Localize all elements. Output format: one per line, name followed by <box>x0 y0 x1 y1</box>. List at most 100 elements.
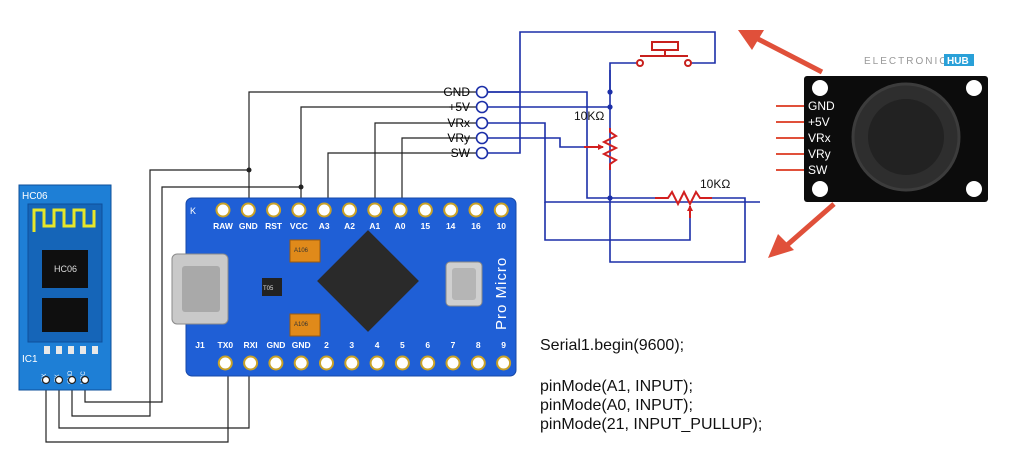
potentiometer-1 <box>584 128 619 170</box>
top-pin-hole <box>468 202 484 218</box>
module-label-sw: SW <box>808 163 828 177</box>
header-label-vry: VRy <box>447 131 470 145</box>
top-pin-label: A1 <box>369 221 380 231</box>
red-arrows <box>738 30 836 258</box>
top-pin-label: 10 <box>497 221 507 231</box>
code-line-2: pinMode(A1, INPUT); <box>540 378 693 395</box>
cap-bottom-label: A106 <box>294 322 309 328</box>
bottom-pin-hole <box>319 355 334 371</box>
bottom-pin-label: 9 <box>501 340 506 350</box>
vcc-joy-junction <box>607 104 613 110</box>
top-pin-hole <box>392 202 408 218</box>
bottom-pin-label: 6 <box>425 340 430 350</box>
header-label-sw: SW <box>451 146 471 160</box>
header-label-5v: +5V <box>448 100 470 114</box>
code-line-1: Serial1.begin(9600); <box>540 337 685 354</box>
switch-junction <box>607 89 613 95</box>
pro-micro-board: A106 A106 T05 Pro Micro K RAW GND RST VCC A3… <box>171 197 517 377</box>
top-pin-hole <box>291 202 307 218</box>
bt-antenna <box>32 208 96 232</box>
top-pin-label: A0 <box>395 221 406 231</box>
bottom-pin-hole <box>470 355 486 371</box>
bottom-pin-label: 5 <box>400 340 405 350</box>
push-button <box>636 41 692 67</box>
module-label-gnd: GND <box>808 99 835 113</box>
bottom-pin-label: TX0 <box>218 340 234 350</box>
code-line-4: pinMode(21, INPUT_PULLUP); <box>540 416 763 433</box>
bottom-pin-label: 8 <box>476 340 481 350</box>
bottom-pin-hole <box>496 355 512 371</box>
bt-label: HC06 <box>22 191 48 202</box>
header-label-gnd: GND <box>443 85 470 99</box>
top-pin-hole <box>266 202 282 218</box>
bottom-pin-hole <box>394 355 410 371</box>
resistor-2-label: 10KΩ <box>700 177 730 191</box>
bluetooth-module: HC06 HC06 IC1 RX TX GND VCC <box>18 184 112 391</box>
top-pin-hole <box>367 202 383 218</box>
brand-logo: ELECTRONICS HUB <box>864 54 974 67</box>
header-pin-gnd <box>475 85 489 99</box>
bottom-pin-hole <box>420 355 436 371</box>
bottom-pin-label: 4 <box>375 340 380 350</box>
brand-right: HUB <box>947 56 969 67</box>
top-pin-hole <box>215 202 231 218</box>
regulator <box>262 278 282 296</box>
bottom-pin-hole <box>268 355 284 371</box>
vcc-junction <box>298 184 304 190</box>
bottom-pin-label: RXI <box>244 340 258 350</box>
top-pin-hole <box>342 202 357 218</box>
bottom-pin-label: 2 <box>324 340 329 350</box>
top-pin-hole <box>443 202 459 218</box>
gnd-junction <box>246 167 252 173</box>
bottom-pin-hole <box>293 355 309 371</box>
cap-top-label: A106 <box>294 248 309 254</box>
joystick-header: GND +5V VRx VRy SW <box>443 85 489 160</box>
potentiometer-2 <box>655 189 712 218</box>
bottom-pin-label: 7 <box>451 340 456 350</box>
top-pin-row: RAW GND RST VCC A3 A2 A1 A0 15 14 16 10 <box>213 202 509 231</box>
top-pin-hole <box>493 202 509 218</box>
header-pin-vry <box>475 131 489 145</box>
header-label-vrx: VRx <box>447 116 470 130</box>
mcu-chip <box>317 230 419 332</box>
top-pin-hole <box>240 202 256 218</box>
blue-wires <box>487 31 760 263</box>
regulator-label: T05 <box>263 286 274 292</box>
header-pin-sw <box>475 146 489 160</box>
module-label-vry: VRy <box>808 147 831 161</box>
top-pin-label: A3 <box>319 221 330 231</box>
bottom-pin-hole <box>369 355 385 371</box>
joystick-knob <box>868 99 944 175</box>
bottom-pin-label: 3 <box>349 340 354 350</box>
bottom-pin-label: GND <box>266 340 285 350</box>
bottom-pin-hole <box>344 355 360 371</box>
capacitor-bottom <box>289 313 321 337</box>
top-pin-label: 16 <box>471 221 481 231</box>
top-pin-hole <box>316 202 332 218</box>
board-corner-mark: K <box>190 206 196 216</box>
top-pin-label: RST <box>265 221 283 231</box>
header-pin-5v <box>475 100 489 114</box>
top-pin-label: A2 <box>344 221 355 231</box>
bt-ic-label: IC1 <box>22 354 38 365</box>
top-pin-label: RAW <box>213 221 234 231</box>
bt-chip-label: HC06 <box>54 264 77 274</box>
bottom-pin-label: GND <box>292 340 311 350</box>
top-pin-label: 14 <box>446 221 456 231</box>
bottom-pin-hole <box>445 355 461 371</box>
header-pin-vrx <box>475 116 489 130</box>
bottom-pin-label: J1 <box>195 340 205 350</box>
module-label-vrx: VRx <box>808 131 831 145</box>
top-pin-label: VCC <box>290 221 308 231</box>
bottom-pin-hole <box>217 355 233 371</box>
top-pin-hole <box>417 202 433 218</box>
capacitor-top <box>289 239 321 263</box>
board-name: Pro Micro <box>493 257 510 330</box>
top-pin-label: 15 <box>421 221 431 231</box>
resistor-1-label: 10KΩ <box>574 109 604 123</box>
brand-left: ELECTRONICS <box>864 56 957 67</box>
bottom-pin-hole <box>243 355 259 371</box>
pot-junction <box>607 195 613 201</box>
top-pin-label: GND <box>239 221 258 231</box>
